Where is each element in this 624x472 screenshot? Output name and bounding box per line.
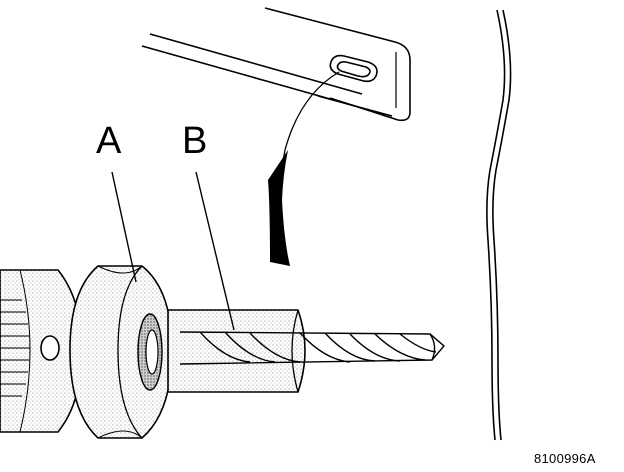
- drill-bit: [179, 331, 445, 365]
- callout-leaders: [111, 171, 235, 331]
- pointer-arrow: [268, 71, 340, 266]
- figure-id: 8100996A: [534, 451, 596, 466]
- drill-guide-sleeve: [167, 309, 306, 393]
- metal-panel: [141, 7, 411, 122]
- drill-motor: [0, 269, 83, 433]
- wall-edge: [486, 9, 512, 441]
- callout-b: B: [182, 120, 208, 162]
- leader-a: [111, 171, 137, 283]
- slot-hole: [329, 54, 378, 83]
- leader-b: [195, 171, 235, 331]
- drill-stop-collar: [69, 265, 173, 439]
- callout-a: A: [96, 120, 122, 162]
